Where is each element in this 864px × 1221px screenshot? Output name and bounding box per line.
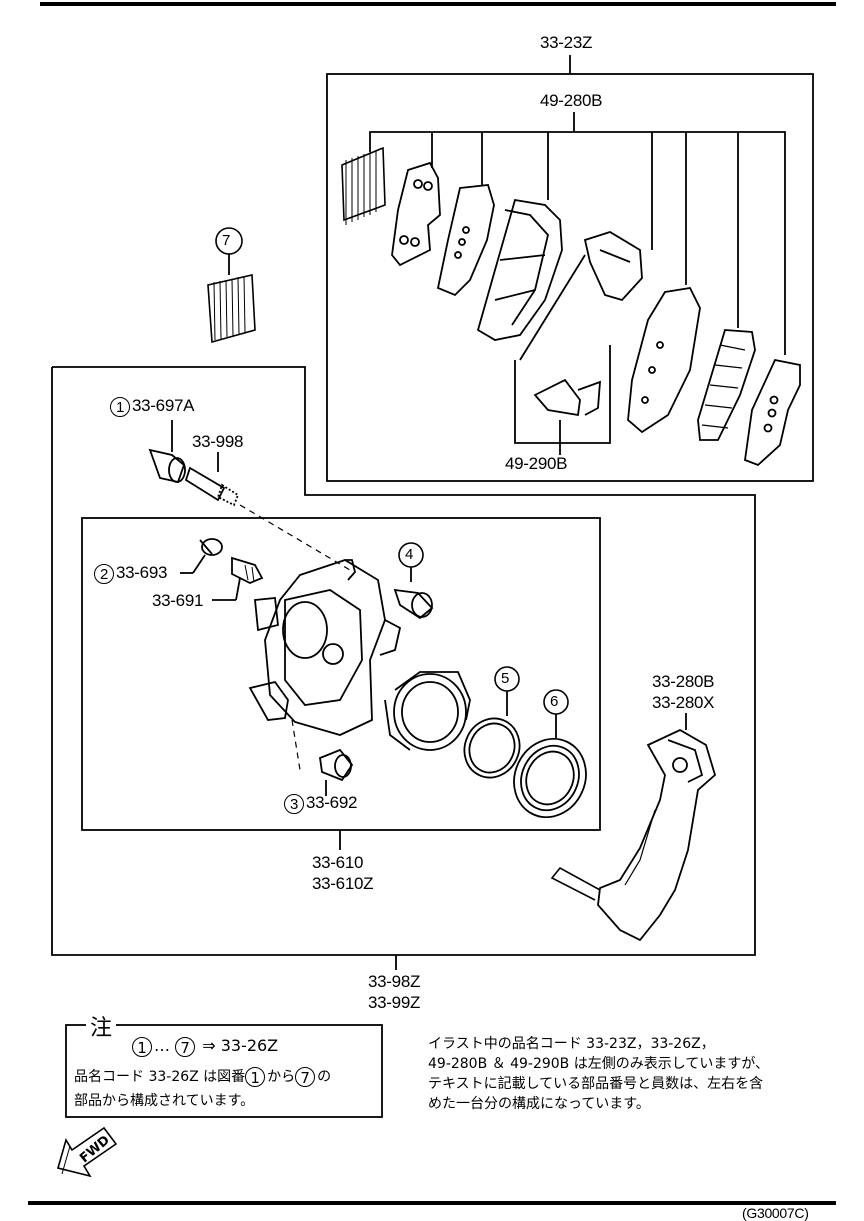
- remark-line1: イラスト中の品名コード 33-23Z，33-26Z，: [428, 1036, 715, 1052]
- note-kit-code: 33-26Z: [220, 1036, 279, 1055]
- note-range-sep: …: [154, 1036, 170, 1055]
- shim-clips: [533, 378, 602, 417]
- item1-code: 33-697A: [132, 396, 195, 415]
- piston: [384, 671, 471, 751]
- note-line3: 部品から構成されています。: [74, 1093, 255, 1109]
- item5-number: 5: [501, 670, 510, 687]
- shim-set-label: 49-290B: [505, 454, 568, 473]
- piston-boot: [513, 737, 587, 819]
- guide-pin-label: 33-998: [192, 432, 244, 451]
- pad-clip: [519, 231, 643, 361]
- note-line2-num1: 1: [245, 1067, 266, 1087]
- wear-indicator-shim: [697, 329, 756, 441]
- caliper-body: [248, 559, 402, 736]
- pad-kit-label: 33-23Z: [540, 33, 593, 52]
- item2-code: 33-693: [116, 563, 168, 582]
- bracket-label-2: 33-280X: [652, 693, 715, 712]
- caliper-label-1: 33-610: [312, 853, 364, 872]
- item7-number: 7: [222, 232, 231, 249]
- assembly-frame: [51, 366, 756, 956]
- item4-number: 4: [405, 546, 414, 563]
- note-arrow: ⇒: [202, 1036, 216, 1055]
- item6-number: 6: [550, 693, 559, 710]
- note-range-end: 7: [175, 1036, 196, 1057]
- note-title: 注: [86, 1010, 117, 1042]
- shim-plate-2: [436, 184, 495, 297]
- note-line2-b: から: [267, 1069, 296, 1085]
- guide-pin: [184, 466, 240, 507]
- shim-7: [207, 274, 256, 344]
- item1-number: 1: [110, 396, 130, 417]
- note-range-start: 1: [132, 1036, 152, 1057]
- piston-seal: [463, 717, 521, 779]
- item3-code: 33-692: [306, 793, 358, 812]
- caliper-box: [81, 517, 601, 831]
- footer-ref: (G30007C): [742, 1205, 809, 1221]
- caliper-bracket: [550, 728, 717, 942]
- item3-number: 3: [284, 793, 304, 814]
- dust-boot-3: [319, 748, 354, 782]
- shim-plate-1: [391, 161, 441, 267]
- bleeder-cap: [199, 538, 223, 556]
- bleeder-screw: [231, 556, 264, 584]
- assembly-label-1: 33-98Z: [368, 972, 421, 991]
- brake-pad-inner: [476, 198, 563, 341]
- anti-squeal-shim: [341, 146, 386, 225]
- pin-boot: [148, 448, 186, 484]
- remark-line3: テキストに記載している部品番号と員数は、左右を含: [428, 1076, 764, 1092]
- remark-line2: 49-280B ＆ 49-290B は左側のみ表示していますが、: [428, 1056, 770, 1072]
- item2-number: 2: [94, 563, 114, 584]
- note-line2-a: 品名コード 33-26Z は図番: [74, 1069, 246, 1085]
- bracket-label-1: 33-280B: [652, 672, 715, 691]
- shim-plate-outer: [744, 358, 801, 467]
- note-line2-c: の: [317, 1069, 332, 1085]
- bleeder-label: 33-691: [152, 591, 204, 610]
- note-line2-num2: 7: [295, 1067, 316, 1087]
- assembly-label-2: 33-99Z: [368, 993, 421, 1012]
- brake-pad-outer: [627, 287, 701, 434]
- note-box: [65, 1024, 383, 1118]
- remark-line4: めた一台分の構成になっています。: [428, 1096, 650, 1112]
- fwd-arrow-icon: [57, 1126, 118, 1178]
- guide-bolt: [393, 588, 434, 620]
- pad-kit-box: [326, 73, 814, 482]
- note-line1: 1… 7 ⇒ 33-26Z: [132, 1035, 278, 1057]
- pad-set-label: 49-280B: [540, 91, 603, 110]
- caliper-label-2: 33-610Z: [312, 874, 374, 893]
